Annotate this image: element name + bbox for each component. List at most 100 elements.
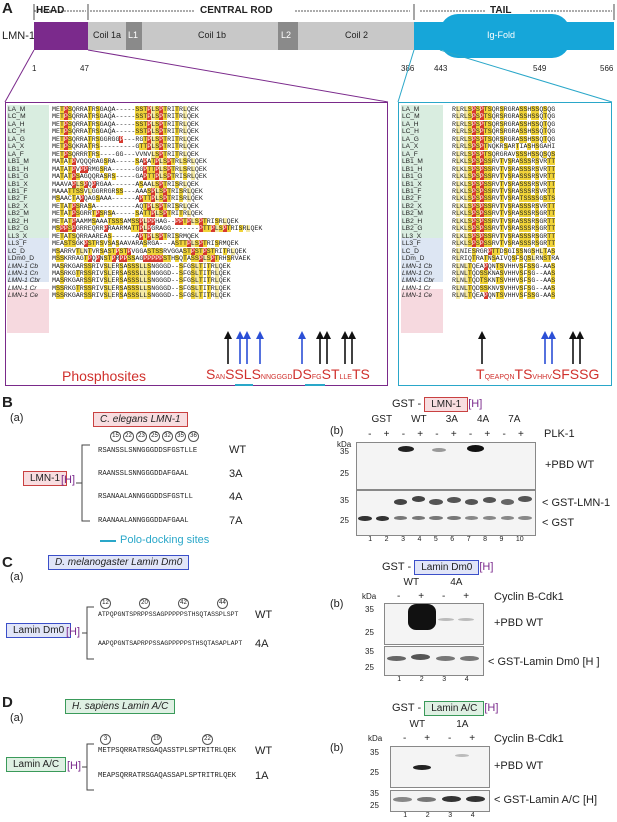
- panel-c-bands-bottom: [384, 646, 482, 674]
- panel-d-mw35-bottom: 35: [370, 789, 379, 798]
- panel-b-name-3a: 3A: [229, 468, 243, 480]
- panel-d-construct-name: Lamin A/C: [13, 759, 60, 770]
- panel-c-band-top-2: [408, 604, 436, 630]
- head-name: LB2_F: [8, 195, 28, 203]
- panel-c-blot-title-left: GST -: [382, 561, 415, 573]
- tail-name: LC_M: [402, 113, 420, 121]
- head-sequence-row: MEASTSGKPSTRSVSASAAVARASRGA---ASTTPLSPTR…: [52, 240, 239, 248]
- residue-number: 22: [123, 431, 134, 442]
- head-sequence-row: METPSQRRATRSGGRGGP---RGTPLSPTRITRLQEK: [52, 135, 199, 143]
- panel-b-b: (b): [330, 425, 344, 437]
- head-sequence-row: MSARRVTLNTVRSASTPSTPVGGASTSSRVGGASTPSTPS…: [52, 247, 247, 255]
- panel-c-seq-wt: ATPQPGNTSPRPPSSAGPPPPPSTHSQTASSPLSPT: [98, 611, 239, 618]
- panel-d-mw25-top: 25: [370, 768, 379, 777]
- domain-coil2: Coil 2: [345, 30, 369, 40]
- phosphosite-arrows: [224, 331, 584, 364]
- panel-b-mw25-bottom: 25: [340, 516, 349, 525]
- panel-b-band-top-4: [398, 446, 414, 452]
- lane-group-label: GST: [371, 414, 393, 425]
- panel-c-kda: kDa: [362, 592, 377, 601]
- lane-sign: -: [401, 429, 406, 440]
- tail-sequence-row: RLKLSPSPSSRVTVSRASSSRSVRTT: [452, 173, 556, 181]
- head-sequence-row: MASRKGARSSRIVSLERSASSSLLSNGGGD--SFGSLTIT…: [52, 262, 231, 270]
- tail-site: T: [514, 366, 524, 382]
- loading-band: [482, 516, 497, 520]
- panel-c-blot-title: GST - Lamin Dm0[H]: [382, 560, 494, 575]
- panel-d-a: (a): [10, 712, 24, 724]
- loading-band: [435, 656, 455, 661]
- panel-b-band-top-8: [467, 445, 484, 452]
- tail-sequence-row: RLNLTQEAPQNTSVHHVSFSSG-AAS: [452, 262, 556, 270]
- head-name: LL3_X: [8, 232, 28, 240]
- panel-b-a: (a): [10, 412, 24, 424]
- panel-d-construct: Lamin A/C: [6, 757, 67, 772]
- panel-b-blot-top: [356, 442, 536, 490]
- panel-b-plk-signs: -+-+-+-+-+: [362, 429, 530, 441]
- head-phosphosites: SANSSLSNNGGGDDSFGSTLLETS: [206, 366, 370, 382]
- loading-band: [464, 516, 479, 520]
- head-sequence-row: MASRKGARSSRIVSLERSASSSLLSNGGGD--SFGSLTIT…: [52, 277, 231, 285]
- lane-number: 7: [466, 536, 471, 543]
- panel-b-label-bottom1: < GST-LMN-1: [542, 497, 611, 509]
- tail-sequence-row: RLKLSPSPSSRVTVSRATSSSSGSTS: [452, 195, 556, 203]
- panel-c-label-top: +PBD WT: [494, 617, 544, 629]
- loading-band: [460, 656, 480, 661]
- loading-band: [500, 499, 515, 505]
- panel-c-blot-title-tag: [H]: [479, 561, 494, 573]
- lane-sign: -: [502, 429, 506, 440]
- panel-d-bracket: [82, 743, 94, 791]
- tail-name: LMN-1 Cb: [402, 262, 433, 270]
- tail-alignment-box: [398, 102, 612, 386]
- tail-name: LB1_F: [402, 187, 422, 195]
- tail-name: LB2_F: [402, 195, 422, 203]
- loading-band: [464, 499, 479, 505]
- head-sequence-row: METATPAAMMSAAATSSSAMSSPLPPHAG--PPTPLSPTR…: [52, 217, 239, 225]
- tail-name: LA_M: [402, 106, 420, 113]
- lane-sign: -: [402, 733, 407, 744]
- lane-number: 3: [401, 536, 405, 543]
- tail-name: LDm_D: [402, 255, 425, 263]
- lane-group-label: 7A: [508, 414, 521, 425]
- panel-d-species: H. sapiens Lamin A/C: [65, 699, 176, 714]
- tail-sequence-row: RLNLTQDTSKNTSVHHVSFSG--AAS: [452, 277, 556, 285]
- lane-sign: -: [396, 591, 401, 602]
- lane-number: 3: [448, 812, 453, 819]
- tail-name: LB1_G: [402, 173, 423, 181]
- head-sequence-row: METATPSGRRTPSRSA-----SATTPLSPTRITRLQEK: [52, 210, 203, 218]
- tail-name: LL3_X: [402, 232, 422, 240]
- head-name: LMN-1 Ce: [8, 292, 39, 300]
- loading-band: [411, 654, 431, 660]
- head-name: LB1_H: [8, 165, 29, 173]
- domain-coil1a: Coil 1a: [93, 30, 122, 40]
- tail-sequence-row: RLKLSPSPSSRVTVSRASSSRSVRTT: [452, 202, 556, 210]
- lane-sign: +: [484, 429, 491, 440]
- region-head: HEAD: [36, 5, 65, 16]
- panel-d-name-1a: 1A: [255, 770, 269, 782]
- panel-c-band-top-3: [438, 618, 454, 621]
- head-name: LB1_X: [8, 180, 28, 188]
- head-name: LC_M: [8, 113, 26, 121]
- panel-b-construct-name: LMN-1: [30, 473, 61, 484]
- lane-sign: -: [435, 429, 439, 440]
- lane-number: 8: [483, 536, 487, 543]
- panel-d-cdk-label: Cyclin B-Cdk1: [494, 733, 564, 745]
- tail-sequence-row: RLRLSPSPTNQKRSARTIASHSGAHI: [452, 143, 556, 151]
- head-site: T: [351, 366, 361, 382]
- tail-name: LMN-1 Cbr: [402, 277, 435, 285]
- tail-site: T: [476, 366, 485, 382]
- tail-name: LB1_H: [402, 165, 423, 173]
- tail-sequence-row: RLRLSPSPTSQRSRGRASSHSSQTQG: [452, 135, 556, 143]
- panel-c-bracket: [82, 606, 94, 660]
- panel-b-blot-bottom: [356, 490, 536, 536]
- region-tail: TAIL: [490, 5, 512, 16]
- lane-sign: -: [441, 591, 446, 602]
- lane-number: 3: [442, 676, 447, 683]
- residue-number: 15: [110, 431, 121, 442]
